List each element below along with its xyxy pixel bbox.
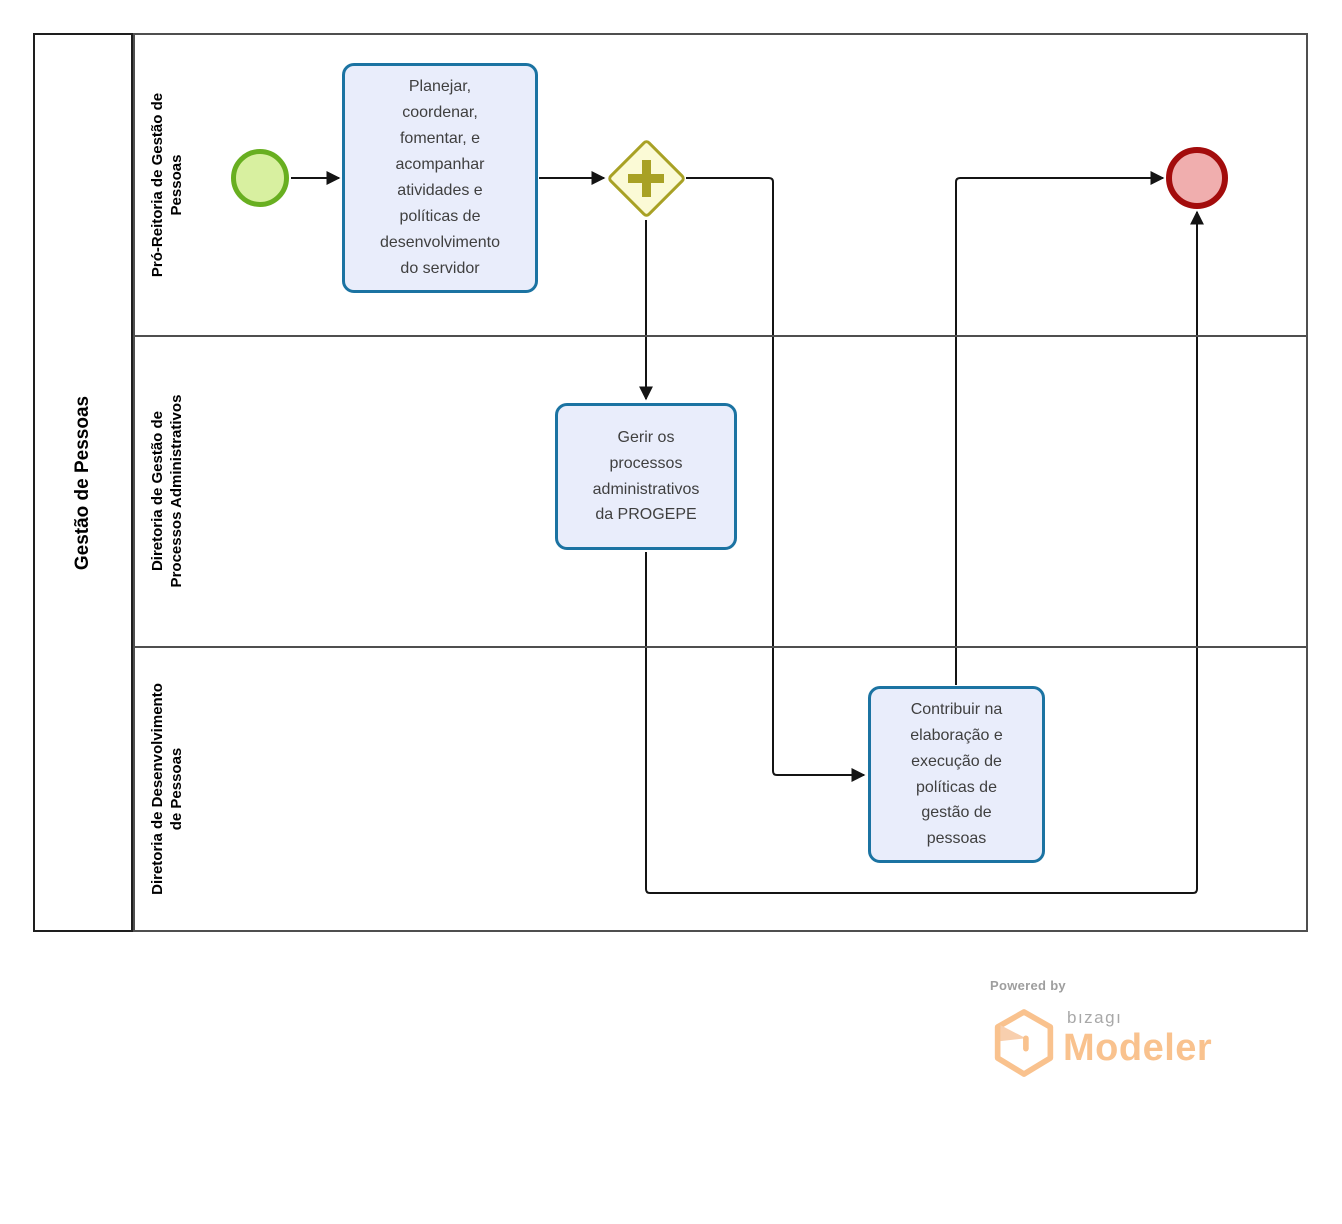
lanes-container <box>133 33 1308 932</box>
flow-gateway-to-task3 <box>686 177 866 782</box>
flow-task3-to-end <box>955 171 1165 685</box>
lane-label-desenvolvimento: Diretoria de Desenvolvimento de Pessoas <box>149 683 185 895</box>
task-label: Gerir os processos administrativos da PR… <box>592 428 700 524</box>
pool-header <box>33 33 133 932</box>
lane-divider-1 <box>133 335 1308 337</box>
lane-label-pro-reitoria: Pró-Reitoria de Gestão de Pessoas <box>149 92 185 278</box>
task-gerir-processos: Gerir os processos administrativos da PR… <box>555 403 737 550</box>
bizagi-wordmark: bızagı <box>1067 1008 1123 1027</box>
bizagi-cube-icon <box>994 1009 1054 1077</box>
task-contribuir-politicas: Contribuir na elaboração e execução de p… <box>868 686 1045 863</box>
pool-title: Gestão de Pessoas <box>72 395 93 571</box>
lane-divider-2 <box>133 646 1308 648</box>
start-event-circle <box>231 149 289 207</box>
powered-by-text: Powered by <box>990 978 1066 993</box>
end-event-circle <box>1166 147 1228 209</box>
task-planejar-coordenar: Planejar, coordenar, fomentar, e acompan… <box>342 63 538 293</box>
task-label: Planejar, coordenar, fomentar, e acompan… <box>379 78 501 277</box>
modeler-wordmark: Modeler <box>1063 1027 1213 1069</box>
flow-task2-to-end <box>645 210 1204 894</box>
bizagi-branding: Powered by bızagı Modeler <box>988 978 1268 1108</box>
task-label: Contribuir na elaboração e execução de p… <box>910 700 1003 848</box>
parallel-gateway-plus-icon <box>642 160 651 197</box>
lane-label-gestao-processos: Diretoria de Gestão de Processos Adminis… <box>149 394 185 588</box>
